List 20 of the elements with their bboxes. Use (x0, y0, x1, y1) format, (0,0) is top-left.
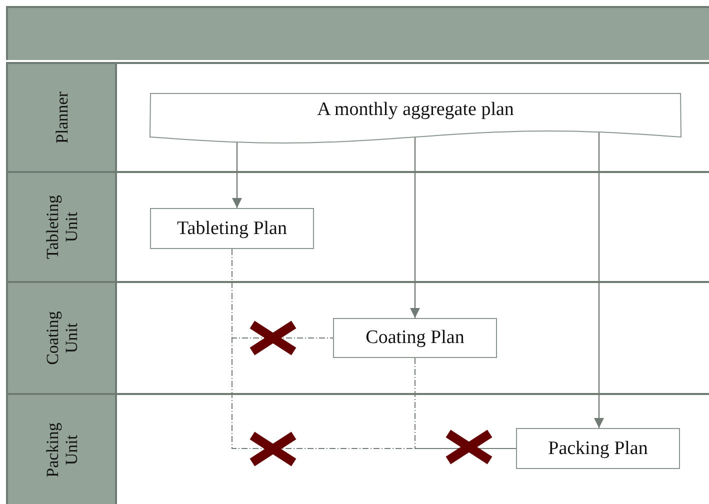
node-label: Coating Plan (366, 327, 464, 349)
dashed-connector (414, 358, 516, 449)
node-label: A monthly aggregate plan (317, 99, 514, 121)
lane-label: Coating Unit (42, 310, 80, 367)
process-box (516, 428, 680, 469)
arrow (410, 137, 420, 318)
node-label: Tableting Plan (176, 218, 287, 240)
swimlane (6, 62, 709, 171)
document-shape (150, 93, 681, 143)
arrow (594, 132, 604, 428)
arrow (232, 142, 242, 208)
process-box (150, 208, 314, 249)
swimlane (6, 281, 709, 393)
swimlane (6, 393, 709, 504)
lane-label: Planner (52, 90, 71, 146)
swimlane (6, 171, 709, 281)
node-label: Packing Plan (548, 438, 648, 460)
process-box (333, 318, 497, 358)
lane-label: Packing Unit (42, 421, 80, 479)
lane-label: Tableting Unit (42, 194, 80, 261)
